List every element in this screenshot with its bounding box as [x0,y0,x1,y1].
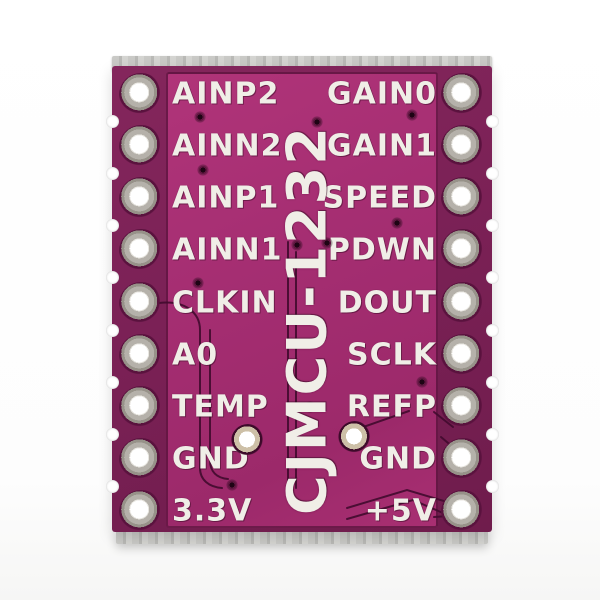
pin-hole-a0-left [119,334,163,378]
edge-notch [485,114,499,128]
pin-hole-ainp1-left [119,177,163,221]
edge-notch [105,114,119,128]
pin-hole-speed-right [441,177,485,221]
board-name: CJMCU-1232 [275,125,339,515]
edge-notch [105,166,119,180]
pin-label-gnd: GND [359,441,437,477]
inner-through-hole [338,421,372,455]
pin-label-ainn2: AINN2 [172,128,283,164]
pin-label-speed: SPEED [322,180,437,216]
edge-notch [485,270,499,284]
edge-notch [105,323,119,337]
pin-hole-5v-right [441,490,485,534]
via-dot [321,237,333,249]
pin-label-sclk: SCLK [347,337,437,373]
edge-notch [105,479,119,493]
pin-label-pdwn: PDWN [327,232,437,268]
edge-notch [485,218,499,232]
pin-label-ainp1: AINP1 [172,180,280,216]
edge-notch [105,375,119,389]
via-dot [197,164,209,176]
via-dot [194,111,206,123]
pin-hole-gnd-left [119,438,163,482]
pin-label-a0: A0 [172,337,219,373]
pin-label-clkin: CLKIN [172,285,278,321]
edge-notch [485,427,499,441]
pin-hole-refp-right [441,386,485,430]
pin-label-ainn1: AINN1 [172,232,283,268]
pin-label-33v: 3.3V [172,493,253,529]
pcb-copper-panel [166,72,438,528]
via-dot [192,277,204,289]
pin-hole-ainp2-left [119,73,163,117]
pin-hole-gain1-right [441,125,485,169]
pin-hole-gain0-right [441,73,485,117]
pin-label-gain0: GAIN0 [327,76,437,112]
via-dot [406,109,418,121]
via-dot [291,239,303,251]
edge-notch [485,323,499,337]
edge-notch [485,375,499,389]
pin-label-dout: DOUT [337,285,437,321]
pin-label-gain1: GAIN1 [327,128,437,164]
pin-hole-ainn2-left [119,125,163,169]
edge-notch [485,166,499,180]
via-dot [311,116,323,128]
edge-notch [105,427,119,441]
pin-hole-dout-right [441,282,485,326]
via-dot [304,401,316,413]
pin-label-temp: TEMP [172,389,269,425]
edge-notch [105,270,119,284]
pin-label-ainp2: AINP2 [172,76,280,112]
pin-hole-sclk-right [441,334,485,378]
via-dot [416,376,428,388]
pin-hole-clkin-left [119,282,163,326]
board-bottom-edge [116,529,488,544]
edge-notch [105,218,119,232]
inner-through-hole [231,424,265,458]
pin-hole-ainn1-left [119,229,163,273]
pin-hole-gnd-right [441,438,485,482]
pin-label-refp: REFP [346,389,437,425]
pin-hole-pdwn-right [441,229,485,273]
pin-hole-33v-left [119,490,163,534]
via-dot [391,217,403,229]
pin-hole-temp-left [119,386,163,430]
pin-label-5v: +5V [364,493,437,529]
via-dot [226,479,238,491]
edge-notch [485,479,499,493]
